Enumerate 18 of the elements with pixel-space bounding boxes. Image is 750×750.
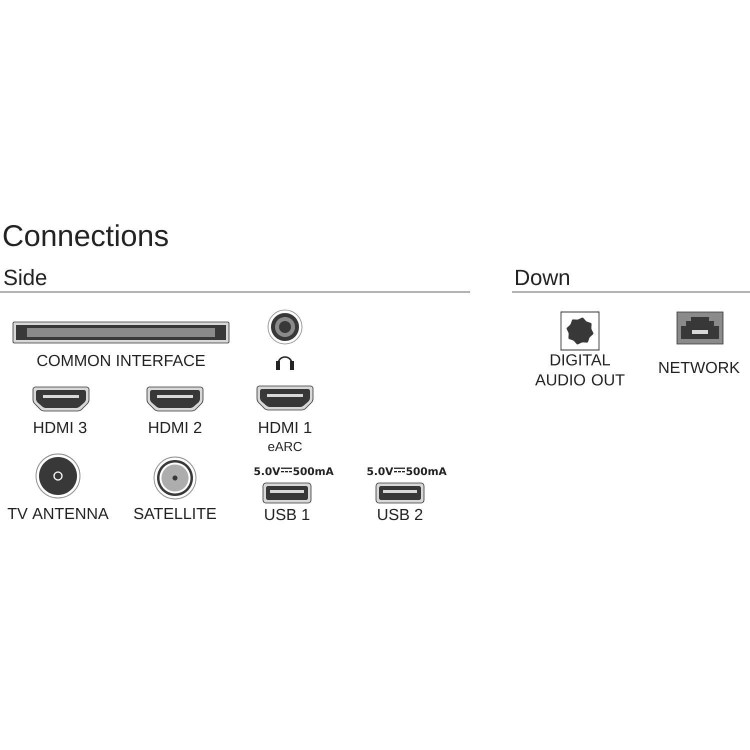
port-label: USB 1 — [265, 508, 310, 520]
port-note: eARC — [268, 442, 302, 452]
port-label: HDMI 1 — [259, 422, 312, 433]
port-label: DIGITAL AUDIO OUT — [535, 354, 625, 386]
title: Connections — [4, 224, 168, 246]
port-label: HDMI 3 — [34, 422, 86, 434]
power-rating-label: 500mA — [406, 467, 447, 476]
power-rating-label: 500mA — [294, 467, 334, 476]
port-label: SATELLITE — [134, 508, 216, 520]
section-heading: Down — [516, 270, 569, 286]
port-label: NETWORK — [659, 362, 740, 374]
port-label: USB 2 — [378, 508, 422, 520]
power-rating-label: 5.0V — [254, 467, 280, 476]
section-heading: Side — [4, 269, 46, 286]
port-label: TV ANTENNA — [8, 508, 109, 519]
port-label: COMMON INTERFACE — [37, 354, 205, 366]
power-rating-label: 5.0V — [367, 467, 394, 476]
port-label: HDMI 2 — [149, 422, 202, 433]
